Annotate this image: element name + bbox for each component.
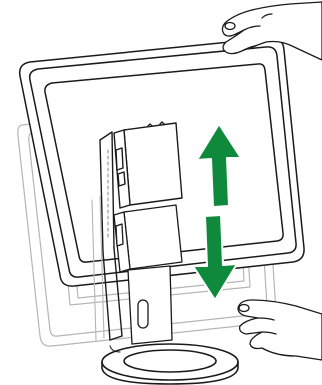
ghost-mount-bracket [113,204,183,273]
ghost-stand-column [91,195,105,341]
monitor-bezel-inner [28,46,297,278]
adjust-arrows [192,123,242,301]
up-arrow-icon [196,123,242,208]
down-arrow-icon [192,214,238,301]
mount-bracket [113,121,183,209]
cable-slot [137,299,149,329]
stand-base [101,343,239,385]
hand-icon-lower [237,299,322,361]
stand-neck [127,265,173,345]
stand-column [99,131,123,341]
monitor-screen [44,63,284,263]
base-inner [123,349,217,373]
hand-icon [221,1,322,61]
